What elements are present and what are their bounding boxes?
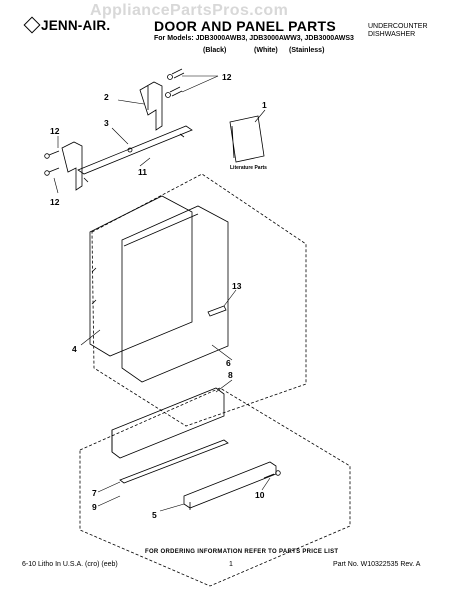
clip-part-13 — [207, 305, 227, 317]
callout-6: 6 — [226, 358, 231, 368]
screw-part-12-top — [165, 68, 185, 98]
variant-black: (Black) — [203, 47, 227, 54]
callout-2: 2 — [104, 92, 109, 102]
door-group-boundary — [91, 173, 307, 427]
callout-11: 11 — [138, 167, 147, 177]
callout-9: 9 — [92, 502, 97, 512]
callout-13: 13 — [232, 281, 242, 291]
callout-7: 7 — [92, 488, 97, 498]
product-type-line1: UNDERCOUNTER — [368, 23, 428, 30]
model-list: For Models: JDB3000AWB3, JDB3000AWW3, JD… — [154, 35, 354, 42]
screw-part-12-left — [44, 150, 60, 176]
toe-panel-part-5 — [183, 461, 277, 509]
panel-top-edge — [123, 213, 199, 247]
callout-3: 3 — [104, 118, 109, 128]
callout-1: 1 — [262, 100, 267, 110]
callout-5: 5 — [152, 510, 157, 520]
outer-door-panel — [121, 205, 229, 383]
print-info: 6-10 Litho In U.S.A. (cro) (eeb) — [22, 561, 118, 568]
bracket-left — [61, 141, 83, 191]
leader-lines — [53, 75, 271, 512]
watermark: AppliancePartsPros.com — [90, 2, 289, 19]
kick-plate — [119, 439, 229, 484]
literature-parts-part-1 — [229, 115, 265, 163]
callout-10: 10 — [255, 490, 265, 500]
screw-part-10 — [263, 470, 281, 479]
part-number: Part No. W10322535 Rev. A — [333, 561, 421, 568]
bracket-part-2 — [139, 81, 163, 131]
callout-12-top: 12 — [222, 72, 232, 82]
ordering-note: FOR ORDERING INFORMATION REFER TO PARTS … — [145, 549, 339, 555]
callout-4: 4 — [72, 344, 77, 354]
product-type: UNDERCOUNTER DISHWASHER — [368, 23, 428, 39]
variant-stainless: (Stainless) — [289, 47, 325, 54]
page-title: DOOR AND PANEL PARTS — [154, 18, 337, 34]
rail-screw — [127, 147, 133, 153]
trim-rail-part-3 — [77, 125, 193, 183]
callout-12-left: 12 — [50, 126, 60, 136]
variant-white: (White) — [254, 47, 278, 54]
callout-8: 8 — [228, 370, 233, 380]
page-number: 1 — [229, 561, 233, 568]
callout-12-bottom: 12 — [50, 197, 60, 207]
product-type-line2: DISHWASHER — [368, 31, 416, 38]
brand-logo: JENN-AIR. — [23, 16, 111, 34]
literature-parts-label: Literature Parts — [230, 165, 267, 171]
lower-group-boundary — [79, 387, 351, 587]
inner-door-panel-part-4 — [89, 195, 193, 357]
brand-name: JENN-AIR. — [41, 18, 111, 33]
kick-panel-insulation — [111, 387, 225, 459]
